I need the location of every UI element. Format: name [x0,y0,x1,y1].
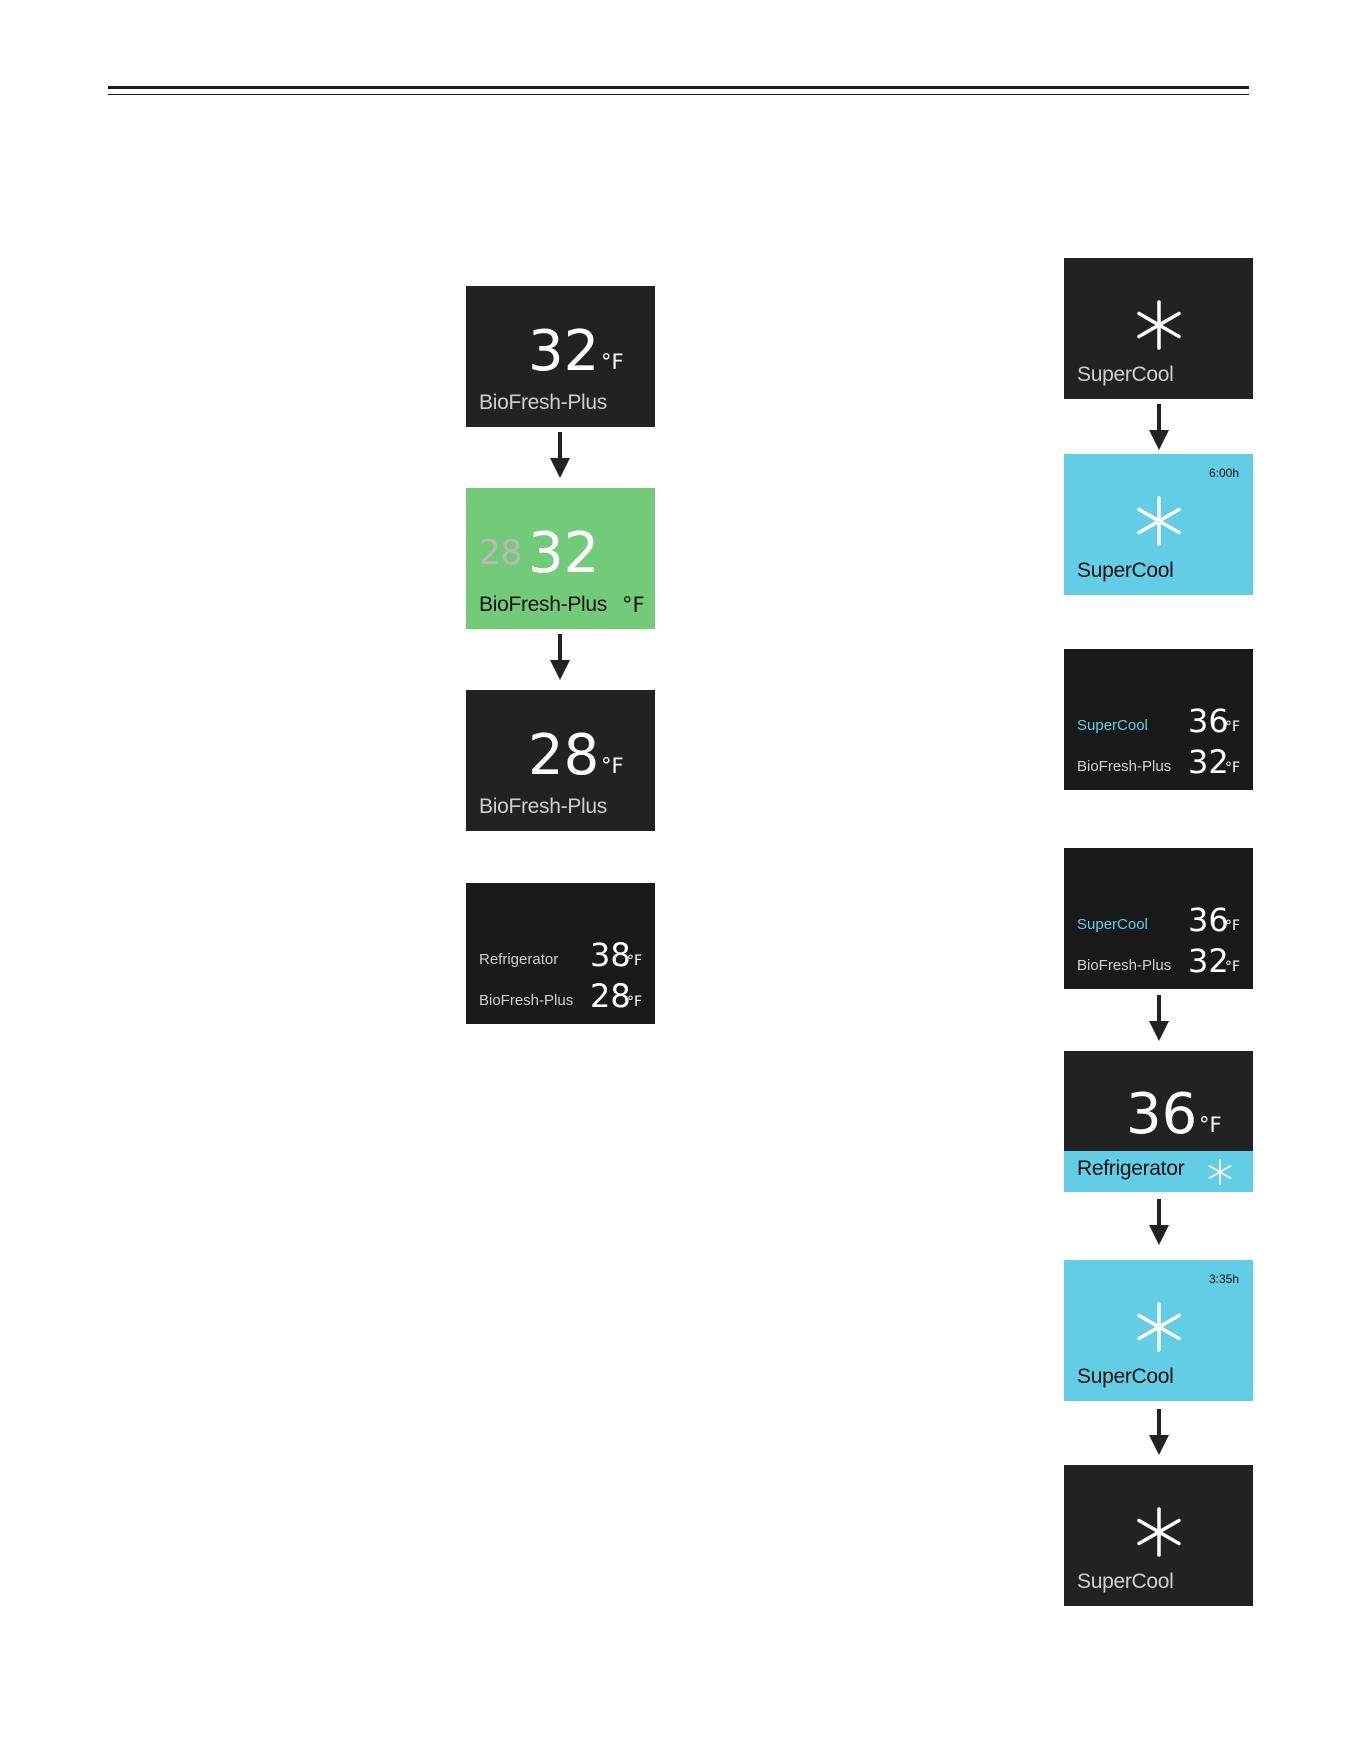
zone-label: Refrigerator [1077,1157,1184,1181]
row-label-supercool: SuperCool [1077,717,1148,734]
mode-label: SuperCool [1077,363,1174,387]
row-unit: °F [1225,720,1240,734]
row-label-supercool: SuperCool [1077,916,1148,933]
display-refrigerator-supercool: 36 °F Refrigerator [1064,1051,1253,1192]
snowflake-icon [1134,1302,1184,1352]
mode-label: SuperCool [1077,1365,1174,1389]
display-overview-supercool-2: SuperCool 36 °F BioFresh-Plus 32 °F [1064,848,1253,989]
row-label-refrigerator: Refrigerator [479,951,558,968]
down-arrow-icon [1147,404,1171,452]
row-label-biofresh: BioFresh-Plus [479,992,573,1009]
temperature-unit: °F [601,756,624,777]
zone-label: BioFresh-Plus [479,593,607,617]
display-supercool-off: SuperCool [1064,258,1253,399]
display-overview-supercool: SuperCool 36 °F BioFresh-Plus 32 °F [1064,649,1253,790]
row-temperature: 28 [590,980,631,1012]
row-temperature: 36 [1188,904,1229,936]
mode-label: SuperCool [1077,1570,1174,1594]
display-supercool-countdown: 3:35h SuperCool [1064,1260,1253,1401]
snowflake-icon [1134,300,1184,350]
row-unit: °F [627,954,642,968]
down-arrow-icon [1147,995,1171,1043]
display-biofresh-28: 28 °F BioFresh-Plus [466,690,655,831]
display-biofresh-adjust: 28 32 BioFresh-Plus °F [466,488,655,629]
mode-label: SuperCool [1077,559,1174,583]
down-arrow-icon [548,634,572,682]
temperature-unit: °F [601,352,624,373]
timer-readout: 3:35h [1209,1272,1239,1286]
snowflake-icon [1134,496,1184,546]
row-temperature: 36 [1188,705,1229,737]
temperature-unit: °F [1199,1115,1222,1136]
header-rule-thin [108,94,1249,95]
row-label-biofresh: BioFresh-Plus [1077,758,1171,775]
temperature-value: 28 [528,728,599,784]
snowflake-icon [1207,1159,1233,1185]
down-arrow-icon [1147,1199,1171,1247]
row-label-biofresh: BioFresh-Plus [1077,957,1171,974]
temperature-unit: °F [622,595,645,616]
row-temperature: 32 [1188,945,1229,977]
zone-label: BioFresh-Plus [479,391,607,415]
row-unit: °F [1225,919,1240,933]
temperature-value: 32 [528,324,599,380]
display-supercool-active: 6:00h SuperCool [1064,454,1253,595]
header-rule-thick [108,86,1249,89]
display-biofresh-32: 32 °F BioFresh-Plus [466,286,655,427]
snowflake-icon [1134,1507,1184,1557]
row-temperature: 38 [590,939,631,971]
row-unit: °F [1225,761,1240,775]
row-temperature: 32 [1188,746,1229,778]
zone-label: BioFresh-Plus [479,795,607,819]
display-supercool-ended: SuperCool [1064,1465,1253,1606]
previous-temperature: 28 [479,536,522,570]
row-unit: °F [627,995,642,1009]
down-arrow-icon [548,432,572,480]
temperature-value: 36 [1126,1087,1197,1143]
row-unit: °F [1225,960,1240,974]
temperature-value: 32 [528,526,599,582]
timer-readout: 6:00h [1209,466,1239,480]
down-arrow-icon [1147,1409,1171,1457]
display-overview-refrigerator: Refrigerator 38 °F BioFresh-Plus 28 °F [466,883,655,1024]
